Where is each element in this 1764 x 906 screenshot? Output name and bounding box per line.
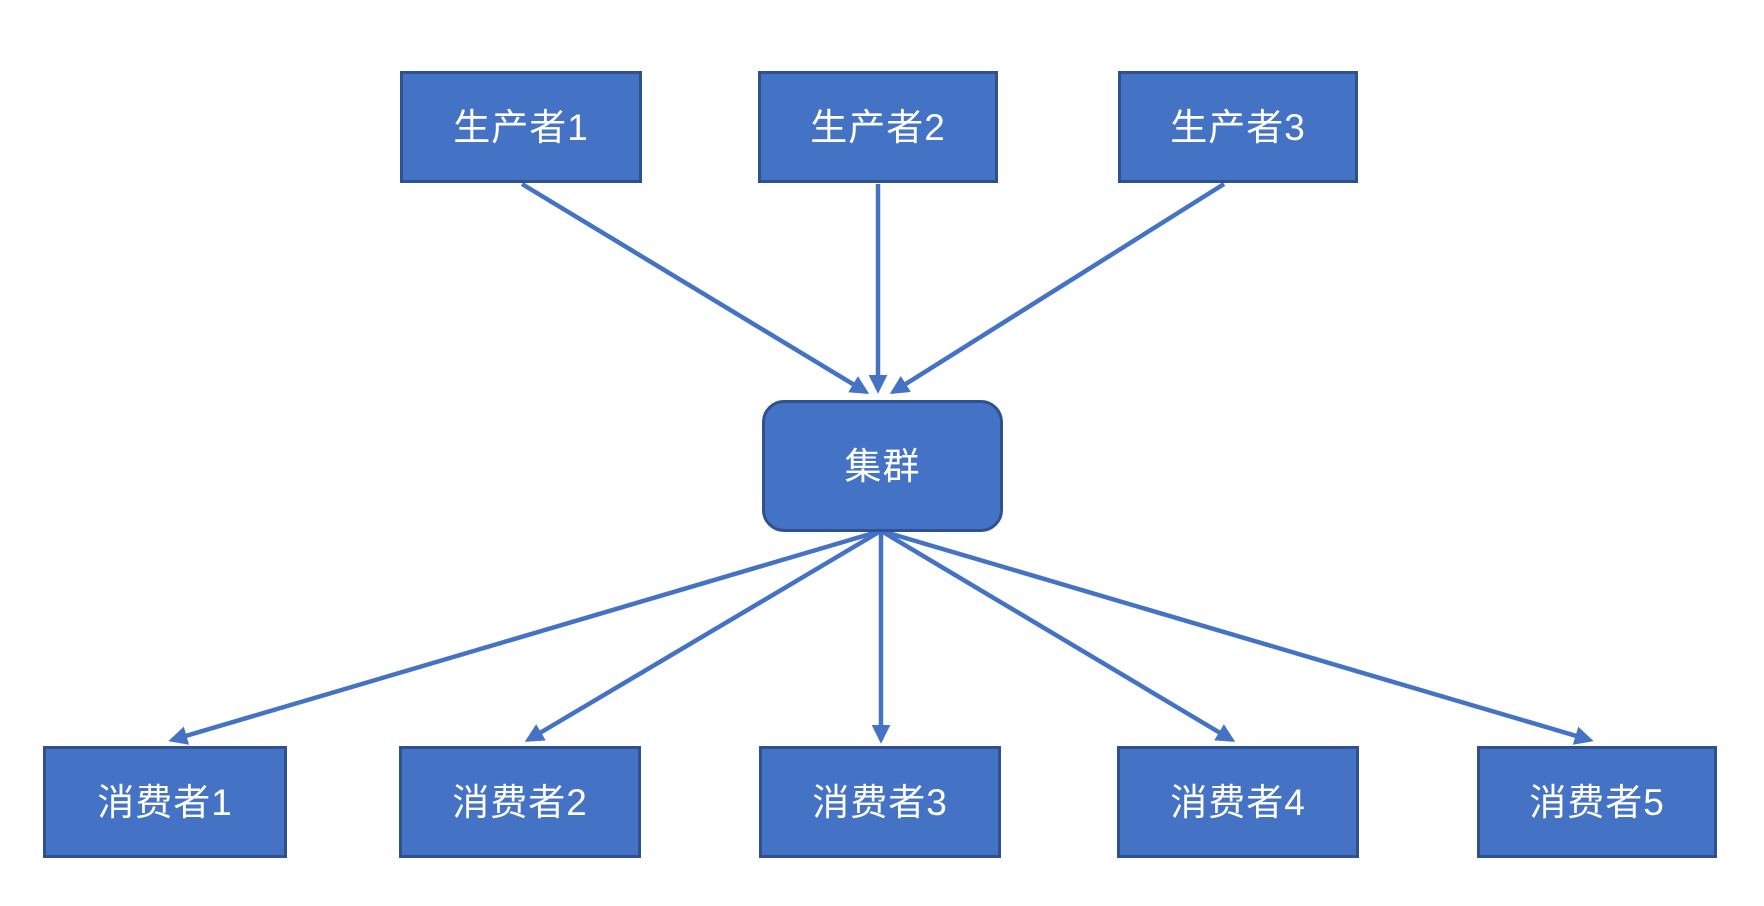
edge-cluster-to-consumer5	[884, 529, 1594, 745]
edge-cluster-to-consumer2	[524, 530, 881, 742]
node-label-consumer4: 消费者4	[1170, 781, 1306, 823]
node-label-producer1: 生产者1	[453, 106, 589, 148]
node-consumer5: 消费者5	[1477, 746, 1717, 858]
node-label-cluster: 集群	[844, 445, 921, 487]
edge-cluster-to-consumer4	[881, 530, 1236, 742]
edge-producer3-to-cluster	[889, 182, 1226, 395]
node-consumer1: 消费者1	[43, 746, 287, 858]
node-consumer2: 消费者2	[399, 746, 641, 858]
node-consumer4: 消费者4	[1117, 746, 1359, 858]
node-producer1: 生产者1	[400, 71, 642, 183]
node-label-consumer3: 消费者3	[812, 781, 948, 823]
node-label-consumer2: 消费者2	[452, 781, 588, 823]
node-label-consumer5: 消费者5	[1529, 781, 1665, 823]
edge-producer1-to-cluster	[520, 182, 870, 394]
edge-cluster-to-consumer1	[168, 529, 878, 745]
node-label-producer3: 生产者3	[1170, 106, 1306, 148]
node-label-consumer1: 消费者1	[97, 781, 233, 823]
node-producer3: 生产者3	[1118, 71, 1358, 183]
node-cluster: 集群	[762, 400, 1003, 532]
node-consumer3: 消费者3	[759, 746, 1001, 858]
node-producer2: 生产者2	[758, 71, 998, 183]
node-label-producer2: 生产者2	[810, 106, 946, 148]
